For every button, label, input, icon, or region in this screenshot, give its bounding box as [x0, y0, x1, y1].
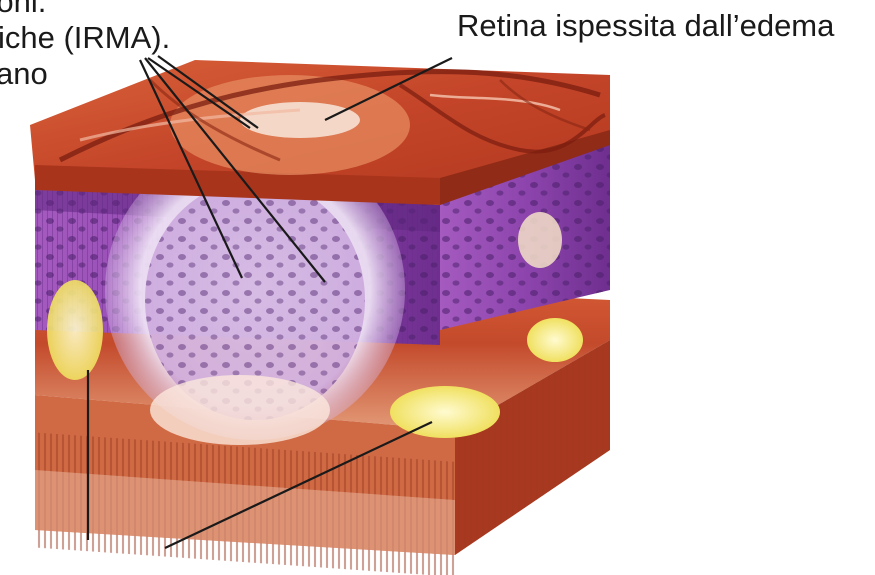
- exudate-left: [47, 280, 103, 380]
- exudate-large: [390, 386, 500, 438]
- exudate-right: [527, 318, 583, 362]
